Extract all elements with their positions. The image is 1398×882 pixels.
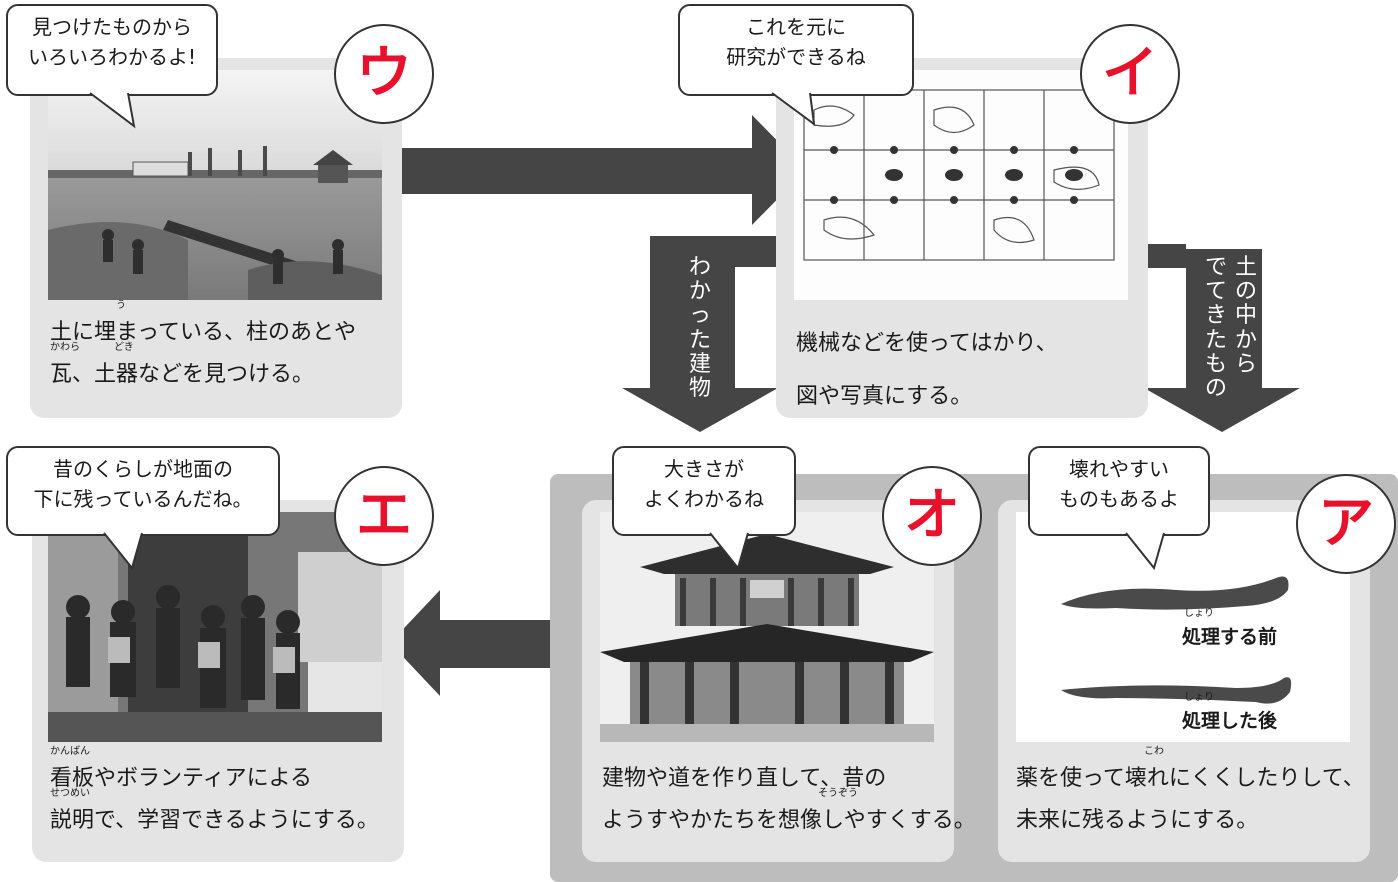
arrow-label-right-col1-char: 土 [1234,255,1257,280]
desc-line-2: 図や写真にする。 [796,383,973,409]
arrow-label-right-col2-char: た [1204,327,1227,353]
visitors-photo [48,512,382,742]
bubble-tail-e [103,532,143,571]
speech-bubble-u: 見つけたものからいろいろわかるよ! [6,4,218,96]
card-o-description: 建物や道を作り直して、昔の そうぞうようすやかたちを想像しやすくする。 [602,762,976,838]
ruby-a-2: しょり [1184,608,1214,619]
arrow-label-left-char: 建 [688,351,711,377]
arrow-label-left: わかった建物 [687,255,713,401]
ruby-o-1: そうぞう [818,788,858,800]
arrow-right [400,115,806,225]
arrow-label-left-char: か [688,279,711,305]
ruby-u-2: かわら [50,342,80,354]
bubble-tail-u [89,92,136,129]
ruby-a-1: こわ [1144,746,1164,757]
ruby-u-3: どき [114,342,134,354]
speech-bubble-a: 壊れやすいものもあるよ [1028,446,1210,536]
excavation-photo [48,70,382,300]
ruby-u-1: う [116,300,126,311]
bubble-tail-o [709,532,749,571]
arrow-down-right [1144,244,1300,432]
arrow-down-left [622,236,778,432]
card-i-description: 機械などを使ってはかり、 図や写真にする。 [796,318,1058,424]
artifact-photo [1016,512,1350,742]
ruby-e-2: せつめい [50,788,90,800]
desc-line-2: 瓦、土器などを見つける。 [50,362,315,388]
desc-line-1: 建物や道を作り直して、昔の [602,766,887,791]
desc-line-1: 看板やボランティアによる [50,766,313,791]
arrow-label-right-col2-char: で [1204,255,1227,280]
label-circle-u: ウ [334,24,434,124]
ruby-e-1: かんばん [50,746,90,757]
speech-bubble-o: 大きさがよくわかるね [612,446,796,536]
arrow-label-left-char: 物 [688,375,711,401]
label-circle-a: ア [1296,474,1396,574]
speech-bubble-e: 昔のくらしが地面の下に残っているんだね。 [6,446,280,536]
card-u-description: う土に埋まっている、柱のあとや かわら どき瓦、土器などを見つける。 [50,301,357,392]
arrow-label-right-col1-char: ら [1234,351,1257,377]
reconstructed-gate-photo [600,512,934,742]
desc-line-1: 薬を使って壊れにくくしたりして、 [1016,766,1365,791]
speech-bubble-i: これを元に研究ができるね [678,4,914,96]
arrow-label-right-col1-char: 中 [1234,303,1257,329]
desc-line-1: 土に埋まっている、柱のあとや [50,320,357,345]
label-circle-e: エ [334,466,434,566]
arrow-label-right-col2: でてきたもの [1203,255,1229,401]
label-circle-i: イ [1080,24,1180,124]
arrow-label-left-char: っ [688,303,711,329]
arrow-label-right-col2-char: て [1204,279,1227,305]
arrow-label-right-col1-char: の [1234,279,1257,305]
arrow-label-right-col2-char: き [1204,303,1227,329]
desc-line-2: 未来に残るようにする。 [1016,808,1259,834]
label-circle-o: オ [882,466,982,566]
before-treatment-label: しょり処理する前 [1182,608,1278,649]
arrow-label-left-char: た [688,327,711,353]
bubble-tail-a [1125,532,1165,571]
arrow-label-left-char: わ [688,255,711,280]
survey-map [794,70,1128,300]
desc-line-1: 機械などを使ってはかり、 [796,331,1058,356]
bubble-tail-i [771,92,816,127]
ruby-a-3: しょり [1184,692,1214,703]
arrow-label-right-col1-char: か [1234,327,1257,353]
card-a-description: こわ薬を使って壊れにくくしたりして、 未来に残るようにする。 [1016,747,1365,838]
desc-line-2: 説明で、学習できるようにする。 [50,808,379,834]
arrow-label-right-col2-char: も [1204,351,1227,377]
after-treatment-label: しょり処理した後 [1182,692,1278,733]
desc-line-2: ようすやかたちを想像しやすくする。 [602,808,976,834]
arrow-label-right-col1: 土の中から [1233,255,1259,377]
arrow-left [390,590,550,696]
card-e-description: かんばん看板やボランティアによる せつめい説明で、学習できるようにする。 [50,747,379,838]
arrow-label-right-col2-char: の [1204,375,1227,401]
